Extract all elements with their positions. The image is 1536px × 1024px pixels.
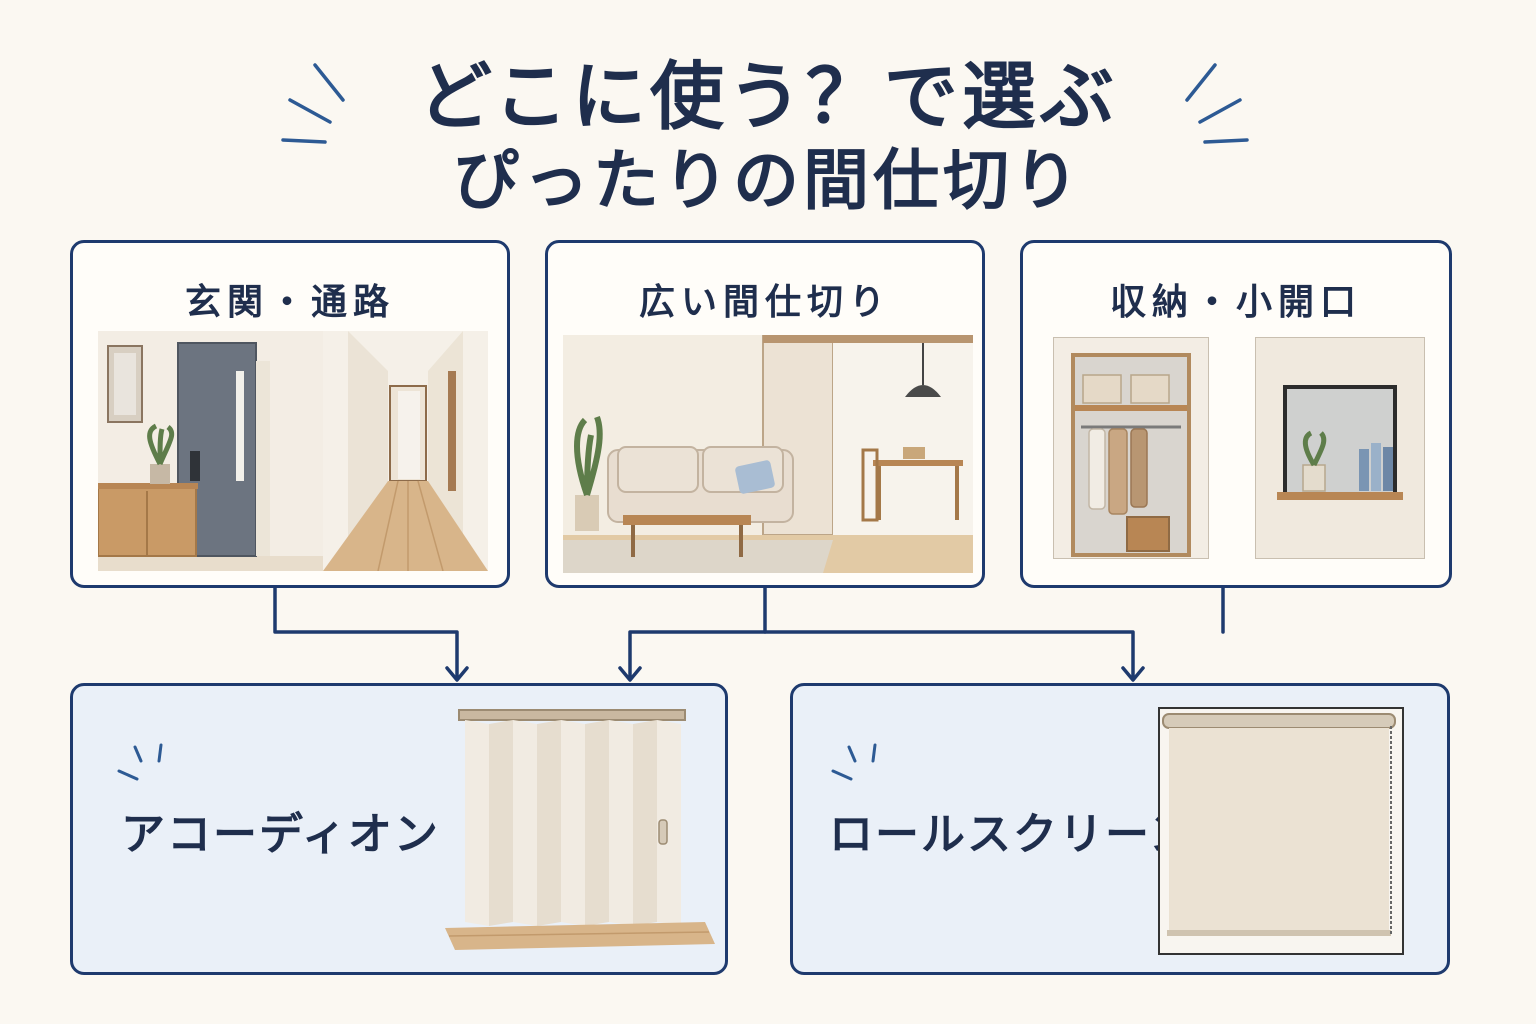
burst-right-icon [1185,63,1249,144]
living-room-illustration [563,335,973,573]
burst-left-icon [281,63,345,144]
category-card-entrance: 玄関・通路 [70,240,510,588]
entrance-hallway-illustration [98,331,488,571]
small-window-nook-illustration [1255,337,1425,559]
sparkle-icon [117,743,163,781]
category-label-living: 広い間仕切り [638,281,891,323]
sparkle-icon [831,743,877,781]
arrowhead-2 [618,666,642,682]
product-name-roll-screen: ロールスクリーン [829,809,1195,860]
arrowhead-3 [1121,666,1145,682]
title-line-1: どこに使う？で選ぶ [418,54,1118,140]
roll-screen-illustration [1158,707,1404,955]
category-label-entrance: 玄関・通路 [184,281,395,323]
category-card-living: 広い間仕切り [545,240,985,588]
product-name-accordion: アコーディオン [121,809,440,860]
connector-entrance-to-accordion [273,586,459,680]
accordion-door-illustration [445,709,715,950]
product-card-accordion: アコーディオン [70,683,728,975]
category-card-storage: 収納・小開口 [1020,240,1452,588]
title-line-2: ぴったりの間仕切り [453,141,1083,219]
connector-living-to-accordion [628,630,1135,680]
arrowhead-1 [445,666,469,682]
category-label-storage: 収納・小開口 [1109,281,1362,323]
closet-illustration [1053,337,1209,559]
product-card-roll-screen: ロールスクリーン [790,683,1450,975]
